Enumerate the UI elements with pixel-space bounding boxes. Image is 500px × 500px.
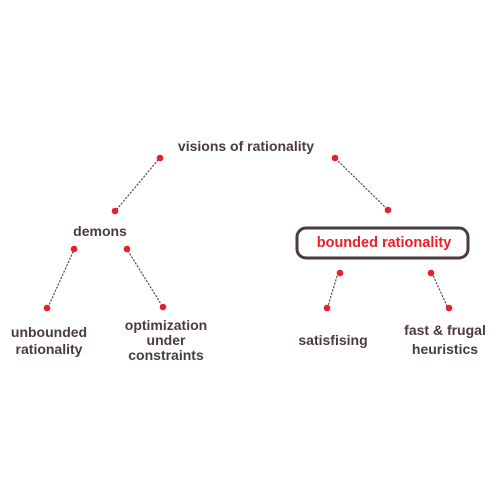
- bounded-rationality-node-label: bounded rationality: [317, 235, 452, 251]
- dot-bounded-right: [427, 269, 435, 277]
- dot-demons-right: [123, 245, 131, 253]
- dot-bounded-left: [336, 269, 344, 277]
- heuristics-line-2: heuristics: [412, 341, 478, 357]
- dot-bounded-top: [384, 206, 392, 214]
- optimization-under-constraints-node: optimization under constraints: [125, 317, 207, 363]
- dot-satisficing-top: [323, 304, 331, 312]
- satisficing-node: satisfising: [298, 332, 367, 348]
- dot-demons-left: [70, 245, 78, 253]
- connectors: [48, 158, 448, 307]
- optimization-line-3: constraints: [128, 347, 204, 363]
- connector-root-demons: [116, 159, 159, 210]
- dot-demons-top: [111, 207, 119, 215]
- dot-unbounded-top: [43, 304, 51, 312]
- unbounded-rationality-line-1: unbounded: [11, 324, 87, 340]
- unbounded-rationality-node: unbounded rationality: [11, 324, 87, 357]
- connector-bounded-satisficing: [327, 272, 339, 307]
- connector-demons-optimization: [127, 250, 162, 305]
- dot-heuristics-top: [445, 304, 453, 312]
- dot-root-left: [156, 154, 164, 162]
- connector-dots: [43, 154, 453, 312]
- connector-root-bounded: [335, 158, 387, 209]
- optimization-line-1: optimization: [125, 317, 207, 333]
- heuristics-line-1: fast & frugal: [404, 322, 486, 338]
- dot-root-right: [331, 154, 339, 162]
- connector-bounded-heuristics: [431, 272, 448, 307]
- dot-optimization-top: [159, 303, 167, 311]
- connector-demons-unbounded: [48, 251, 74, 306]
- root-node-label: visions of rationality: [178, 138, 314, 154]
- optimization-line-2: under: [147, 332, 186, 348]
- bounded-rationality-highlight-box: [295, 226, 470, 260]
- demons-node-label: demons: [73, 223, 127, 239]
- unbounded-rationality-line-2: rationality: [16, 341, 83, 357]
- fast-frugal-heuristics-node: fast & frugal heuristics: [404, 322, 486, 357]
- satisficing-line-1: satisfising: [298, 332, 367, 348]
